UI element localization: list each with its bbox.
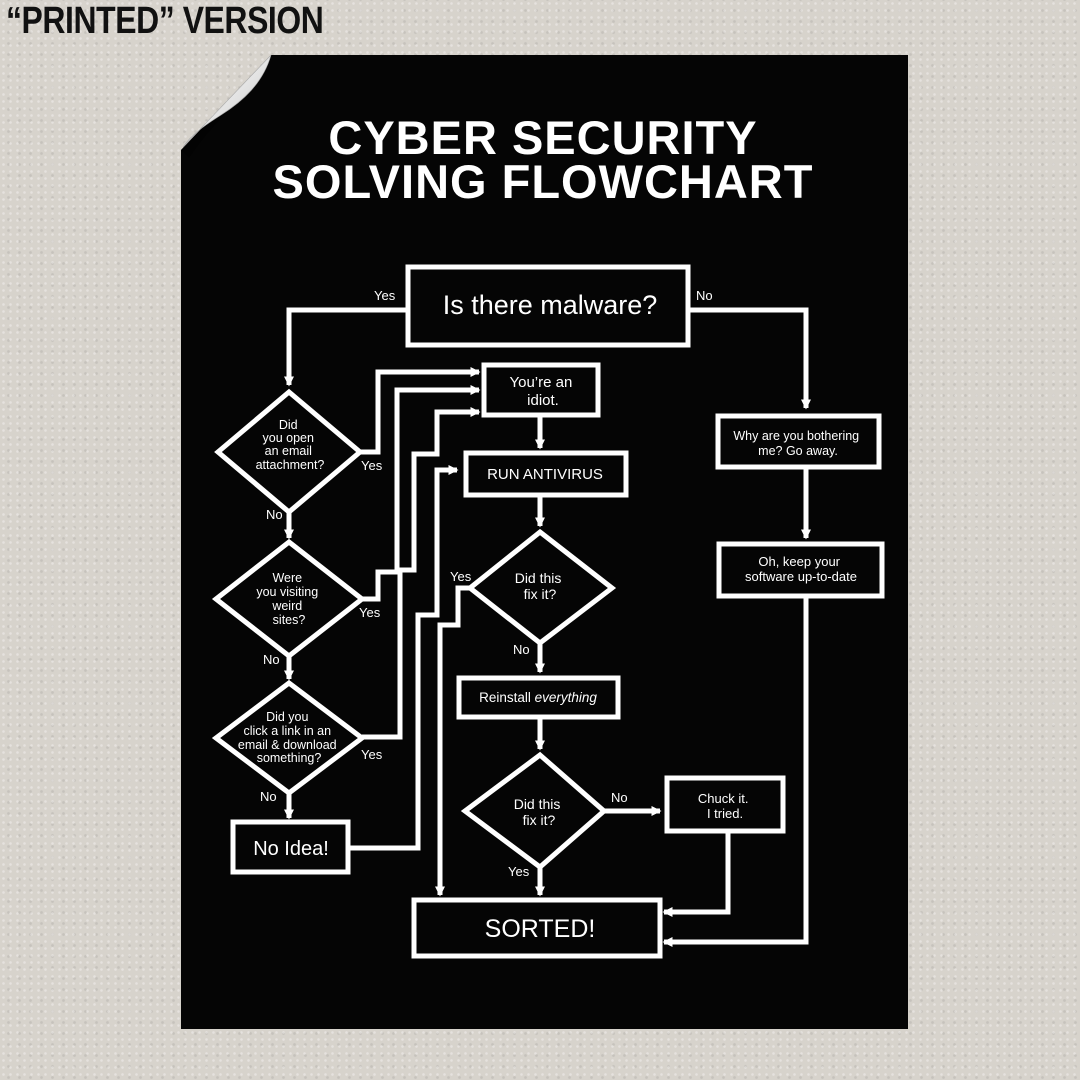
node-fix2-diamond xyxy=(460,751,608,871)
node-sorted-label: SORTED! xyxy=(485,915,596,943)
node-link-label: Did you click a link in an email & downl… xyxy=(238,710,340,765)
node-start-label: Is there malware? xyxy=(443,290,658,320)
node-noidea-box xyxy=(230,819,351,875)
node-fix2-label: Did this fix it? xyxy=(514,796,565,828)
edge-sites-yes xyxy=(362,385,481,602)
node-idiot-label: You’re an idiot. xyxy=(509,374,576,409)
node-update-box xyxy=(716,541,885,599)
node-start-box xyxy=(405,264,691,348)
edge-start-no xyxy=(689,307,811,410)
edge-label-fix1-yes: Yes xyxy=(450,569,472,584)
edge-label-link-yes: Yes xyxy=(361,747,383,762)
edge-label-link-no: No xyxy=(260,789,277,804)
node-fix1-diamond xyxy=(465,528,617,647)
edge-chuck-sorted xyxy=(662,832,731,917)
edge-label-email-no: No xyxy=(266,507,283,522)
node-antivirus-box xyxy=(463,450,629,498)
edge-label-sites-yes: Yes xyxy=(359,605,381,620)
node-noidea-label: No Idea! xyxy=(253,838,329,860)
node-fix1-label: Did this fix it? xyxy=(515,570,566,602)
edge-noidea xyxy=(348,465,459,851)
edge-label-email-yes: Yes xyxy=(361,458,383,473)
poster-title-line2: SOLVING FLOWCHART xyxy=(273,155,814,208)
node-reinstall-box xyxy=(456,675,621,720)
node-idiot-box xyxy=(481,362,601,418)
connectors xyxy=(284,307,811,947)
edge-label-start-no: No xyxy=(696,288,713,303)
node-goaway-label: Why are you bothering me? Go away. xyxy=(733,429,862,458)
node-antivirus-label: RUN ANTIVIRUS xyxy=(487,466,603,483)
shapes xyxy=(211,264,885,959)
node-email-label: Did you open an email attachment? xyxy=(256,418,325,472)
edge-start-yes xyxy=(284,307,408,387)
edge-email-yes xyxy=(360,367,481,455)
node-chuck-box xyxy=(664,775,786,834)
edge-fix1-yes xyxy=(435,585,474,897)
node-link-diamond xyxy=(211,679,367,797)
edge-label-start-yes: Yes xyxy=(374,288,396,303)
node-goaway-box xyxy=(715,413,882,470)
node-sites-label: Were you visiting weird sites? xyxy=(256,571,321,627)
node-chuck-label: Chuck it. I tried. xyxy=(698,791,752,821)
edge-label-fix1-no: No xyxy=(513,642,530,657)
edge-label-sites-no: No xyxy=(263,652,280,667)
node-sorted-box xyxy=(411,897,663,959)
node-update-label: Oh, keep your software up-to-date xyxy=(745,554,857,584)
edge-labels: Yes No Yes No Yes No Yes No Yes No No Ye… xyxy=(260,288,713,879)
node-sites-diamond xyxy=(211,538,367,660)
version-label: “PRINTED” VERSION xyxy=(6,0,324,42)
poster-title-line1: CYBER SECURITY xyxy=(328,111,757,164)
edge-update-sorted xyxy=(662,597,809,947)
node-email-diamond xyxy=(214,388,364,516)
edge-link-yes xyxy=(362,407,481,740)
edge-label-fix2-no: No xyxy=(611,790,628,805)
edge-label-fix2-yes: Yes xyxy=(508,864,530,879)
node-reinstall-label: Reinstall everything xyxy=(479,690,597,705)
